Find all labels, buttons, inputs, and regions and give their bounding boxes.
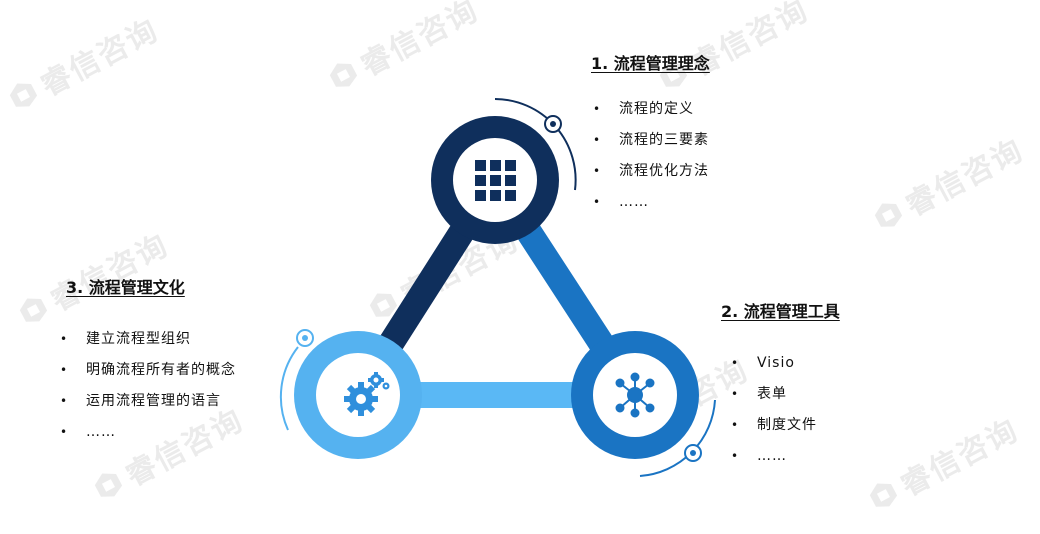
watermark-logo-icon (329, 63, 358, 87)
list-item: 流程的定义 (593, 94, 710, 125)
list-item: …… (60, 417, 236, 448)
watermark-logo-icon (9, 83, 38, 107)
bullet-list: Visio 表单 制度文件 …… (731, 348, 840, 472)
section-culture: 3. 流程管理文化 建立流程型组织 明确流程所有者的概念 运用流程管理的语言 …… (60, 274, 236, 448)
orbit-dot-tools-icon (684, 444, 702, 462)
section-title: 1. 流程管理理念 (591, 54, 710, 73)
watermark-logo-icon (94, 473, 123, 497)
orbit-dot-culture-icon (296, 329, 314, 347)
watermark: 睿信咨询 (650, 0, 815, 101)
list-item: Visio (731, 348, 840, 379)
bullet-list: 建立流程型组织 明确流程所有者的概念 运用流程管理的语言 …… (60, 324, 236, 448)
grid-icon (475, 160, 516, 201)
watermark: 睿信咨询 (0, 6, 165, 122)
section-concept: 1. 流程管理理念 流程的定义 流程的三要素 流程优化方法 …… (591, 50, 710, 218)
watermark-logo-icon (869, 483, 898, 507)
watermark-logo-icon (369, 293, 398, 317)
section-tools: 2. 流程管理工具 Visio 表单 制度文件 …… (721, 298, 840, 472)
list-item: 表单 (731, 379, 840, 410)
section-title: 2. 流程管理工具 (721, 302, 840, 321)
watermark: 睿信咨询 (10, 221, 175, 337)
list-item: 流程优化方法 (593, 156, 710, 187)
watermark: 睿信咨询 (865, 126, 1030, 242)
list-item: 明确流程所有者的概念 (60, 355, 236, 386)
list-item: 建立流程型组织 (60, 324, 236, 355)
watermark: 睿信咨询 (85, 396, 250, 512)
bullet-list: 流程的定义 流程的三要素 流程优化方法 …… (593, 94, 710, 218)
network-icon (615, 372, 655, 418)
list-item: 运用流程管理的语言 (60, 386, 236, 417)
node-culture (294, 331, 422, 459)
orbit-arc-culture (279, 346, 299, 431)
list-item: 流程的三要素 (593, 125, 710, 156)
watermark: 睿信咨询 (360, 216, 525, 332)
orbit-dot-concept-icon (544, 115, 562, 133)
watermark-logo-icon (659, 63, 688, 87)
list-item: …… (593, 187, 710, 218)
watermark: 睿信咨询 (320, 0, 485, 101)
list-item: 制度文件 (731, 410, 840, 441)
section-title: 3. 流程管理文化 (66, 278, 185, 297)
list-item: …… (731, 441, 840, 472)
watermark: 睿信咨询 (860, 406, 1025, 522)
watermark-logo-icon (19, 298, 48, 322)
node-tools (571, 331, 699, 459)
watermark-logo-icon (874, 203, 903, 227)
gears-icon (344, 372, 390, 416)
node-concept (431, 116, 559, 244)
